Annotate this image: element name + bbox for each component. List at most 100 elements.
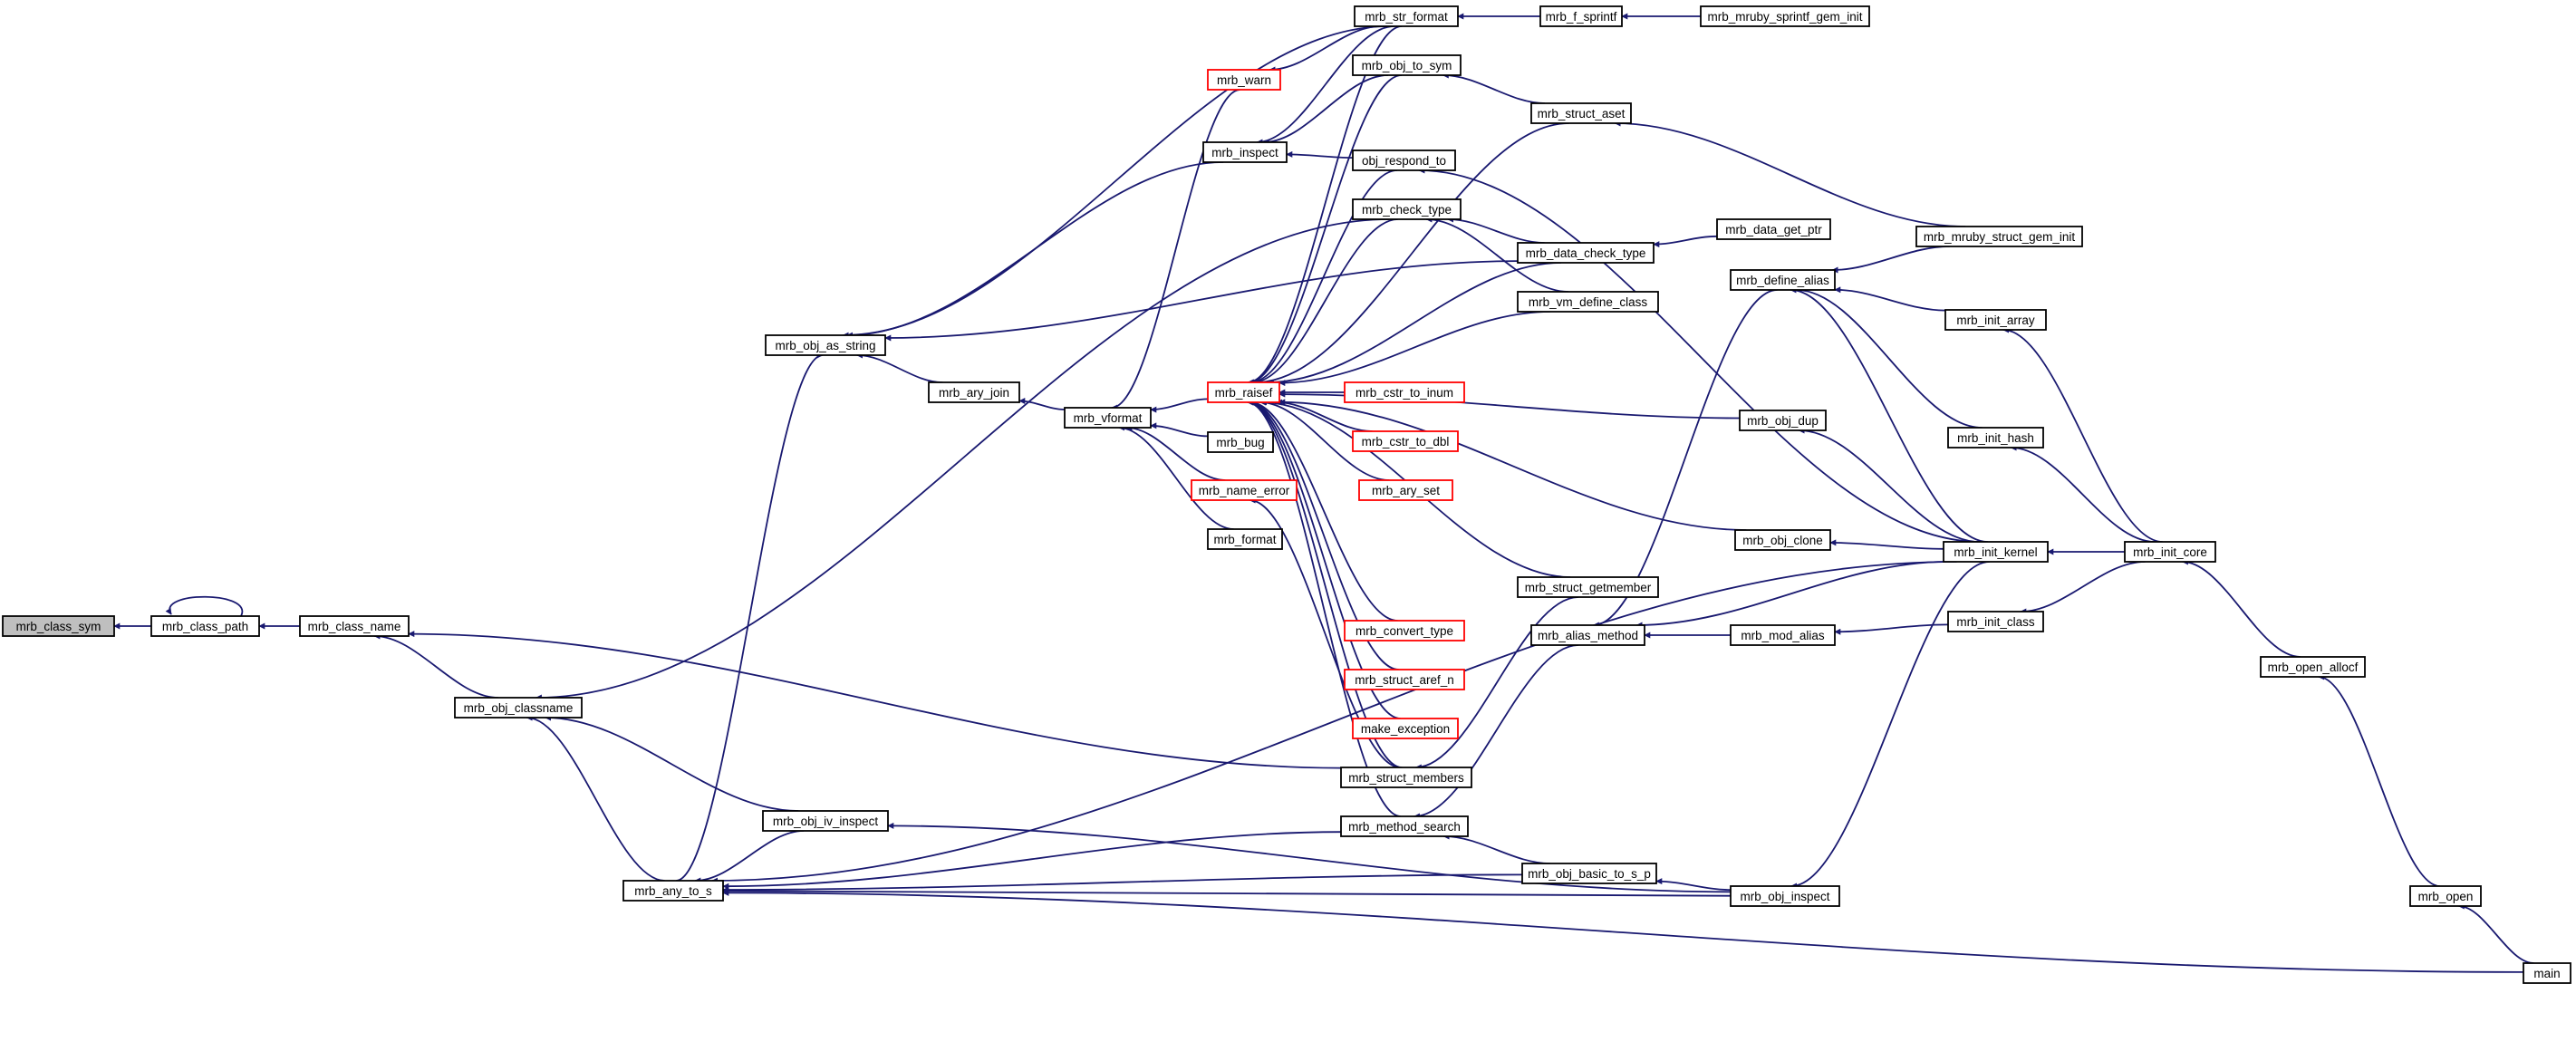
edge-mrb-ary-join-to-mrb-obj-as-string — [856, 352, 943, 383]
node-mrb-format[interactable]: mrb_format — [1207, 528, 1283, 550]
edge-mrb-obj-iv-inspect-to-mrb-obj-classname — [545, 714, 799, 812]
node-box — [1352, 150, 1456, 171]
node-mrb-ary-set[interactable]: mrb_ary_set — [1358, 479, 1453, 501]
edge-mrb-obj-iv-inspect-to-mrb-any-to-s — [694, 830, 805, 884]
node-mrb-mruby-struct-gem-init[interactable]: mrb_mruby_struct_gem_init — [1915, 226, 2083, 247]
node-mrb-struct-aref-n[interactable]: mrb_struct_aref_n — [1344, 669, 1465, 690]
node-label: mrb_data_check_type — [1526, 246, 1646, 260]
node-box — [1340, 815, 1469, 837]
node-mrb-vformat[interactable]: mrb_vformat — [1064, 407, 1152, 429]
edge-mrb-data-check-type-to-mrb-obj-as-string — [884, 260, 1519, 342]
node-box — [1207, 69, 1281, 91]
node-mrb-init-class[interactable]: mrb_init_class — [1947, 611, 2044, 632]
node-label: mrb_alias_method — [1538, 629, 1638, 642]
node-mrb-data-get-ptr[interactable]: mrb_data_get_ptr — [1716, 218, 1831, 240]
node-label: mrb_format — [1213, 533, 1276, 546]
node-box — [1730, 269, 1836, 291]
node-box — [2260, 656, 2366, 678]
edge-mrb-vm-define-class-to-mrb-raisef — [1278, 311, 1550, 387]
node-mrb-cstr-to-dbl[interactable]: mrb_cstr_to_dbl — [1352, 430, 1459, 452]
edge-mrb-init-kernel-to-mrb-obj-dup — [1798, 427, 1980, 543]
node-mrb-data-check-type[interactable]: mrb_data_check_type — [1517, 242, 1655, 264]
node-box — [2124, 541, 2216, 563]
node-mrb-obj-clone[interactable]: mrb_obj_clone — [1734, 529, 1831, 551]
node-label: mrb_struct_aset — [1538, 107, 1626, 121]
node-mrb-obj-dup[interactable]: mrb_obj_dup — [1739, 410, 1827, 431]
edge-mrb-cstr-to-dbl-to-mrb-raisef — [1276, 399, 1373, 432]
node-label: mrb_name_error — [1199, 484, 1290, 497]
node-label: mrb_cstr_to_inum — [1356, 386, 1453, 400]
node-mrb-alias-method[interactable]: mrb_alias_method — [1530, 624, 1645, 646]
node-obj-respond-to[interactable]: obj_respond_to — [1352, 150, 1456, 171]
node-mrb-define-alias[interactable]: mrb_define_alias — [1730, 269, 1836, 291]
node-make-exception[interactable]: make_exception — [1352, 718, 1459, 739]
node-mrb-method-search[interactable]: mrb_method_search — [1340, 815, 1469, 837]
edge-mrb-struct-aset-to-mrb-obj-to-sym — [1442, 72, 1546, 104]
edge-mrb-data-get-ptr-to-mrb-data-check-type — [1653, 235, 1718, 248]
node-mrb-raisef[interactable]: mrb_raisef — [1207, 381, 1280, 403]
node-mrb-obj-as-string[interactable]: mrb_obj_as_string — [765, 334, 886, 356]
node-mrb-struct-aset[interactable]: mrb_struct_aset — [1530, 102, 1632, 124]
node-mrb-any-to-s[interactable]: mrb_any_to_s — [622, 880, 724, 902]
node-mrb-warn[interactable]: mrb_warn — [1207, 69, 1281, 91]
node-label: mrb_class_path — [162, 620, 248, 633]
node-mrb-init-core[interactable]: mrb_init_core — [2124, 541, 2216, 563]
node-label: mrb_open — [2418, 890, 2474, 903]
node-label: mrb_init_kernel — [1954, 545, 2037, 559]
node-label: mrb_ary_set — [1372, 484, 1440, 497]
node-mrb-init-array[interactable]: mrb_init_array — [1944, 309, 2047, 331]
node-box — [1352, 430, 1459, 452]
node-mrb-init-kernel[interactable]: mrb_init_kernel — [1943, 541, 2049, 563]
node-mrb-str-format[interactable]: mrb_str_format — [1354, 5, 1459, 27]
node-label: mrb_inspect — [1211, 146, 1278, 159]
node-label: mrb_data_get_ptr — [1725, 223, 1822, 236]
node-label: mrb_warn — [1217, 73, 1271, 87]
edge-mrb-struct-members-to-mrb-raisef — [1247, 399, 1403, 768]
node-label: make_exception — [1361, 722, 1450, 736]
node-mrb-class-name[interactable]: mrb_class_name — [299, 615, 410, 637]
node-box — [2523, 962, 2571, 984]
node-box — [1207, 528, 1283, 550]
node-mrb-struct-getmember[interactable]: mrb_struct_getmember — [1517, 576, 1659, 598]
node-mrb-vm-define-class[interactable]: mrb_vm_define_class — [1517, 291, 1659, 313]
node-box — [1352, 198, 1462, 220]
node-mrb-f-sprintf[interactable]: mrb_f_sprintf — [1539, 5, 1623, 27]
node-mrb-obj-inspect[interactable]: mrb_obj_inspect — [1730, 885, 1840, 907]
node-mrb-inspect[interactable]: mrb_inspect — [1202, 141, 1288, 163]
node-mrb-obj-classname[interactable]: mrb_obj_classname — [454, 697, 583, 719]
edge-main-to-mrb-any-to-s — [722, 889, 2524, 973]
node-mrb-obj-basic-to-s-p[interactable]: mrb_obj_basic_to_s_p — [1521, 863, 1657, 884]
node-mrb-obj-iv-inspect[interactable]: mrb_obj_iv_inspect — [762, 810, 889, 832]
node-mrb-convert-type[interactable]: mrb_convert_type — [1344, 620, 1465, 641]
node-mrb-name-error[interactable]: mrb_name_error — [1191, 479, 1298, 501]
node-mrb-open-allocf[interactable]: mrb_open_allocf — [2260, 656, 2366, 678]
node-mrb-mruby-sprintf-gem-init[interactable]: mrb_mruby_sprintf_gem_init — [1700, 5, 1870, 27]
node-mrb-init-hash[interactable]: mrb_init_hash — [1947, 427, 2044, 449]
node-mrb-class-sym[interactable]: mrb_class_sym — [2, 615, 115, 637]
node-mrb-bug[interactable]: mrb_bug — [1207, 431, 1274, 453]
node-box — [1734, 529, 1831, 551]
node-box — [1944, 309, 2047, 331]
edge-mrb-init-array-to-mrb-define-alias — [1834, 286, 1946, 312]
node-mrb-struct-members[interactable]: mrb_struct_members — [1340, 767, 1472, 788]
edge-mrb-struct-members-to-mrb-class-name — [408, 631, 1342, 769]
node-mrb-check-type[interactable]: mrb_check_type — [1352, 198, 1462, 220]
node-box — [1191, 479, 1298, 501]
edge-mrb-obj-basic-to-s-p-to-mrb-any-to-s — [722, 873, 1523, 893]
node-main[interactable]: main — [2523, 962, 2571, 984]
node-box — [1530, 624, 1645, 646]
node-box — [1947, 427, 2044, 449]
edge-mrb-struct-getmember-to-mrb-struct-members — [1414, 596, 1579, 771]
edge-mrb-open-allocf-to-mrb-init-core — [2181, 558, 2301, 658]
node-mrb-ary-join[interactable]: mrb_ary_join — [928, 381, 1020, 403]
edge-mrb-obj-to-sym-to-mrb-inspect — [1262, 74, 1389, 146]
node-box — [762, 810, 889, 832]
node-box — [454, 697, 583, 719]
node-mrb-cstr-to-inum[interactable]: mrb_cstr_to_inum — [1344, 381, 1465, 403]
node-mrb-obj-to-sym[interactable]: mrb_obj_to_sym — [1352, 54, 1462, 76]
node-label: mrb_method_search — [1348, 820, 1461, 834]
node-mrb-open[interactable]: mrb_open — [2409, 885, 2482, 907]
node-label: mrb_obj_classname — [464, 701, 574, 715]
node-mrb-mod-alias[interactable]: mrb_mod_alias — [1730, 624, 1836, 646]
node-mrb-class-path[interactable]: mrb_class_path — [150, 615, 260, 637]
